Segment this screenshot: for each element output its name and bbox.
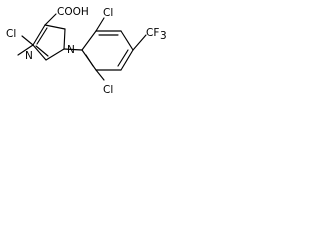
bond bbox=[21, 35, 34, 46]
pyrazole-ring bbox=[32, 24, 66, 61]
bond bbox=[35, 45, 49, 57]
bond bbox=[120, 30, 134, 51]
bond bbox=[63, 48, 83, 51]
chemical-structure: Cl COOH N N Cl Cl CF 3 bbox=[6, 6, 167, 96]
bond bbox=[85, 54, 94, 67]
bond bbox=[81, 30, 97, 51]
bond bbox=[132, 34, 147, 51]
bond bbox=[44, 24, 66, 30]
cl-ortho-top-label: Cl bbox=[103, 7, 113, 19]
n-methyl-side-label: N bbox=[25, 50, 33, 62]
cl-pyrazole-label: Cl bbox=[6, 28, 16, 40]
bond bbox=[17, 44, 34, 56]
phenyl-substituent-bonds bbox=[95, 17, 147, 81]
bond bbox=[36, 27, 48, 45]
bond bbox=[117, 49, 129, 67]
substituent-bonds bbox=[17, 13, 83, 56]
cooh-label: COOH bbox=[57, 6, 89, 18]
bond bbox=[63, 28, 66, 50]
cl-ortho-bottom-label: Cl bbox=[103, 84, 113, 96]
bond bbox=[44, 13, 57, 26]
phenyl-ring bbox=[81, 30, 134, 71]
bond bbox=[95, 17, 105, 32]
cf3-label: CF bbox=[146, 27, 159, 39]
cf3-subscript: 3 bbox=[160, 30, 167, 42]
n-aryl-label: N bbox=[67, 44, 75, 56]
bond bbox=[95, 69, 105, 81]
bond bbox=[120, 49, 134, 71]
bond bbox=[45, 48, 65, 61]
bond bbox=[32, 44, 47, 61]
bond bbox=[32, 24, 46, 46]
